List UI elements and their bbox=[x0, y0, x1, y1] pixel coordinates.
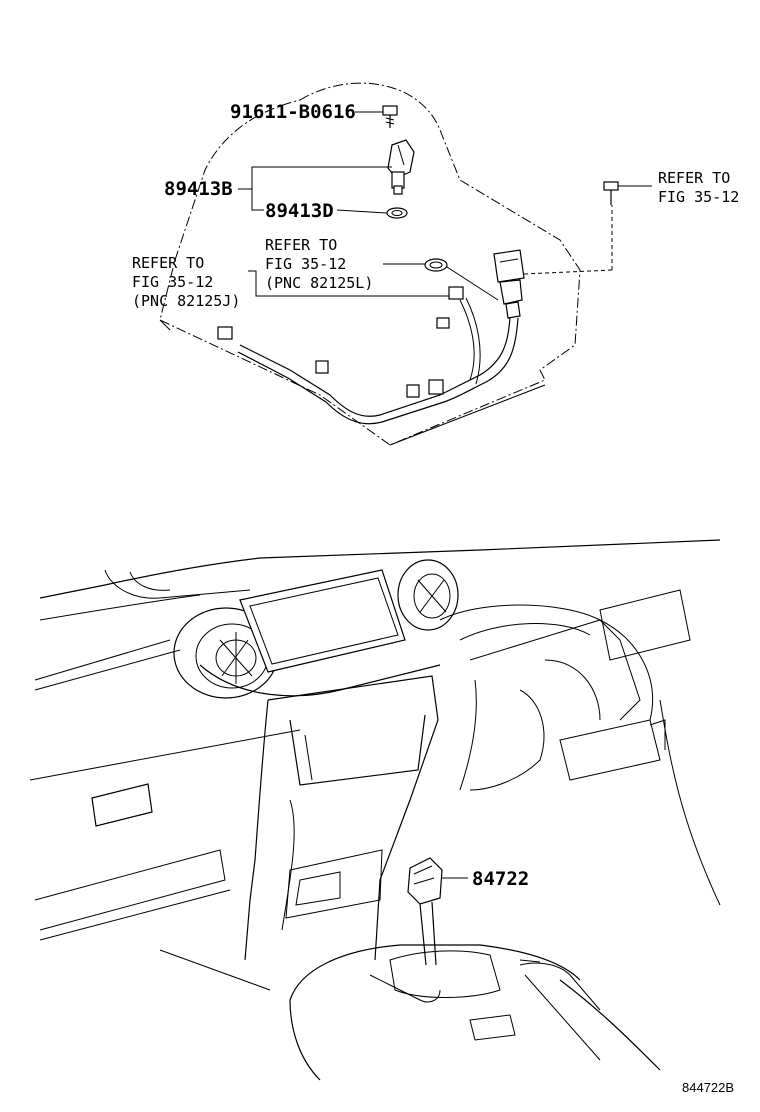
ref-right-line1: REFER TO bbox=[658, 169, 730, 187]
sensor-part bbox=[387, 139, 415, 195]
part-label-bolt: 91611-B0616 bbox=[230, 101, 356, 123]
dashboard-illustration bbox=[29, 539, 721, 1081]
ref-right-line2: FIG 35-12 bbox=[658, 188, 739, 206]
ref-left-line3: (PNC 82125J) bbox=[132, 292, 240, 310]
part-label-shift-switch: 84722 bbox=[472, 868, 529, 890]
ref-mid-line2: FIG 35-12 bbox=[265, 255, 346, 273]
shift-lever bbox=[369, 857, 443, 1003]
oring-part bbox=[386, 207, 408, 219]
ref-left-line1: REFER TO bbox=[132, 254, 204, 272]
right-bolt bbox=[603, 181, 619, 205]
right-vent bbox=[397, 559, 459, 631]
part-label-sensor: 89413B bbox=[164, 178, 233, 200]
assembly-outline bbox=[159, 82, 581, 446]
display-unit bbox=[239, 569, 406, 673]
part-label-oring: 89413D bbox=[265, 200, 334, 222]
bolt-part bbox=[382, 105, 398, 128]
illustration-code: 844722B bbox=[682, 1080, 734, 1095]
wire-harness bbox=[237, 297, 519, 425]
upper-assembly bbox=[159, 82, 652, 446]
glovebox-handle bbox=[91, 783, 153, 827]
ref-left-line2: FIG 35-12 bbox=[132, 273, 213, 291]
speed-sensor-connector bbox=[493, 249, 525, 319]
ref-mid-line1: REFER TO bbox=[265, 236, 337, 254]
ref-mid-line3: (PNC 82125L) bbox=[265, 274, 373, 292]
